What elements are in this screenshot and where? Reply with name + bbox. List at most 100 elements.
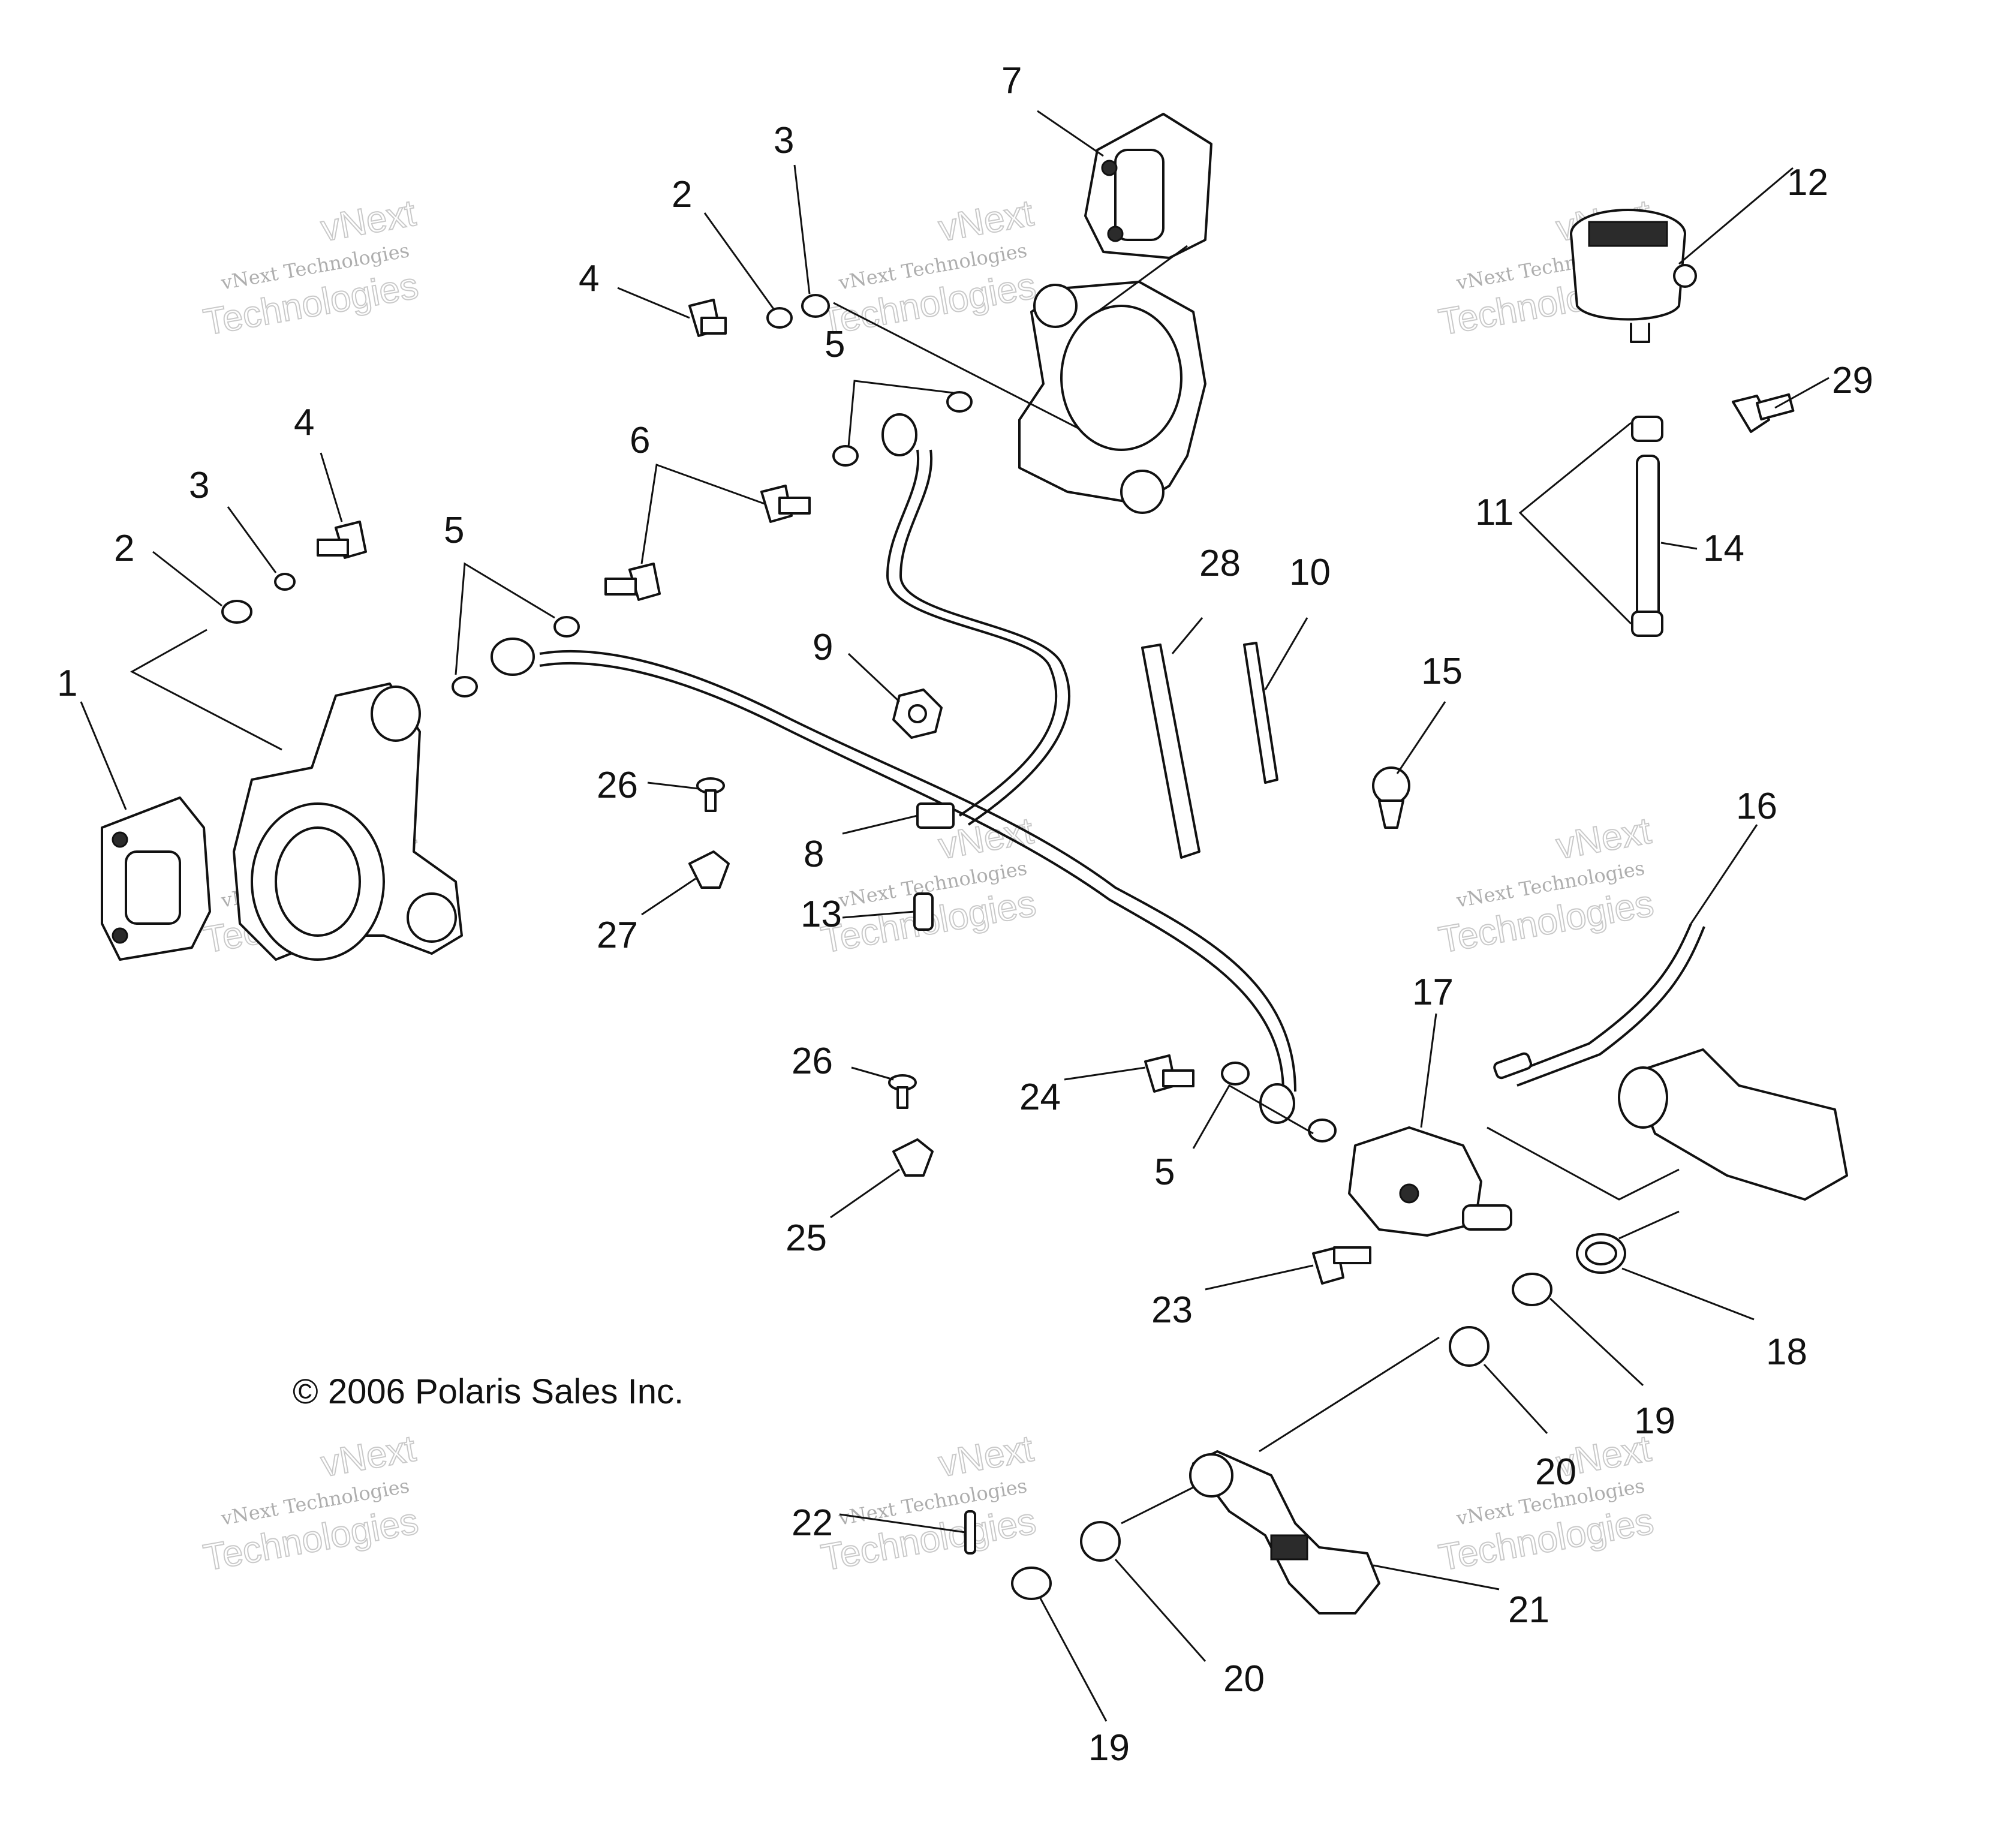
callout-9: 9 <box>813 627 833 668</box>
bolt-6-b <box>604 563 661 601</box>
leader-5a <box>455 562 555 675</box>
leader-19b <box>1039 1598 1108 1722</box>
bolt-24-shank <box>1162 1069 1194 1087</box>
leader-1 <box>80 701 127 810</box>
banjo-hose-top-eye <box>881 413 917 456</box>
brake-line-upper-inner <box>899 449 1071 826</box>
callout-2: 2 <box>672 174 692 215</box>
callout-25: 25 <box>786 1217 827 1259</box>
knuckle-upper-bore <box>1060 305 1182 451</box>
leader-15 <box>1396 701 1446 774</box>
leader-28 <box>1171 617 1203 654</box>
callout-19: 19 <box>1088 1727 1130 1769</box>
caliper-upper-bolt-hole <box>1101 160 1118 176</box>
bolt-6-a-shank <box>778 497 811 515</box>
pin-22 <box>964 1510 976 1555</box>
leader-5b <box>847 380 954 447</box>
brake-pedal-pivot <box>1189 1453 1233 1498</box>
hose-clamp-bottom <box>1631 611 1663 637</box>
bolt-29 <box>1732 393 1795 433</box>
leader-23 <box>1205 1264 1314 1291</box>
leader-10 <box>1264 617 1308 690</box>
bolts <box>317 299 1533 1555</box>
callout-21: 21 <box>1508 1589 1549 1631</box>
callout-3: 3 <box>774 120 794 161</box>
washer-2-top <box>766 307 793 329</box>
leader-7 <box>1037 110 1104 157</box>
leader-4b <box>617 287 690 319</box>
leader-20a <box>1483 1363 1548 1435</box>
pedal-bracket-body <box>1630 1048 1848 1201</box>
brake-line-front <box>539 650 1296 1092</box>
leader-3a <box>227 506 277 573</box>
leader-3b-link <box>833 302 1080 430</box>
callout-11: 11 <box>1475 492 1513 533</box>
fitting-13-body <box>913 892 934 931</box>
brake-hoses <box>539 449 1705 1092</box>
bolt-24 <box>1144 1054 1194 1093</box>
master-cylinder <box>1348 1126 1512 1237</box>
brake-pedal <box>1189 1450 1380 1614</box>
washer-19-upper <box>1512 1273 1552 1306</box>
watermark: vNext vNext Technologies Technologies <box>1435 1427 1657 1580</box>
knuckle-left-bottom-eye <box>407 892 457 943</box>
leader-17-link <box>1618 1210 1680 1240</box>
callout-6: 6 <box>630 420 650 461</box>
leader-26a <box>647 781 699 790</box>
leader-13 <box>842 910 915 919</box>
caliper-upper-piston <box>1114 149 1165 241</box>
callout-26: 26 <box>792 1041 833 1082</box>
callout-2: 2 <box>114 528 134 569</box>
washer-5-top-a <box>946 391 973 413</box>
knuckle-upper-bottom-eye <box>1120 470 1165 514</box>
bushing-20-upper <box>1449 1326 1490 1367</box>
callout-18: 18 <box>1766 1331 1807 1373</box>
leader-lines <box>80 110 1830 1722</box>
bolt-4-left-shank <box>317 539 349 557</box>
return-spring <box>1576 1233 1626 1274</box>
callout-8: 8 <box>804 834 824 875</box>
nut-9 <box>892 689 943 739</box>
leader-3b <box>793 164 811 294</box>
reservoir-hose <box>1636 455 1660 619</box>
leader-29 <box>1774 377 1830 409</box>
hose-clamp-top <box>1631 416 1663 442</box>
washers <box>221 294 1552 1600</box>
watermark: vNext vNext Technologies Technologies <box>817 1427 1039 1580</box>
master-cylinder-pushrod <box>1462 1204 1512 1231</box>
callout-3: 3 <box>189 465 209 506</box>
callout-5: 5 <box>444 510 464 551</box>
cable-tie-10 <box>1243 642 1278 784</box>
watermark: vNext vNext Technologies Technologies <box>817 192 1039 344</box>
watermark: vNext vNext Technologies Technologies <box>200 1427 422 1580</box>
caliper-left-bolt-hole <box>112 831 128 848</box>
leader-9 <box>847 653 901 703</box>
leader-14 <box>1660 542 1698 550</box>
callout-15: 15 <box>1421 651 1463 692</box>
clip-27 <box>688 850 730 889</box>
banjo-fitting-15-eye <box>1372 766 1410 805</box>
banjo-hose-lower <box>1259 1083 1295 1124</box>
callout-28: 28 <box>1199 543 1241 584</box>
washer-2-left <box>221 600 252 624</box>
caliper-left <box>101 796 211 961</box>
callout-4: 4 <box>294 402 314 443</box>
washer-5-lower-a <box>1221 1062 1250 1086</box>
callout-4: 4 <box>579 258 599 299</box>
rivet-26-lower-shank <box>896 1086 908 1109</box>
knuckle-left-bore-inner <box>275 826 361 937</box>
knuckle-left-top-eye <box>371 686 421 742</box>
leader-1-bracket <box>130 629 282 751</box>
cable-end-16 <box>1493 1052 1533 1080</box>
callout-19: 19 <box>1634 1400 1675 1442</box>
brake-pedal-pad <box>1270 1534 1308 1561</box>
banjo-hose-lower-eye <box>1259 1083 1295 1124</box>
bolt-4-top-shank <box>700 317 727 335</box>
knuckle-upper-top-eye <box>1033 284 1078 328</box>
leader-17 <box>1420 1013 1437 1128</box>
callout-16: 16 <box>1736 786 1777 827</box>
leader-22 <box>839 1513 966 1534</box>
clip-25-body <box>892 1138 934 1177</box>
pedal-bracket <box>1618 1048 1848 1201</box>
